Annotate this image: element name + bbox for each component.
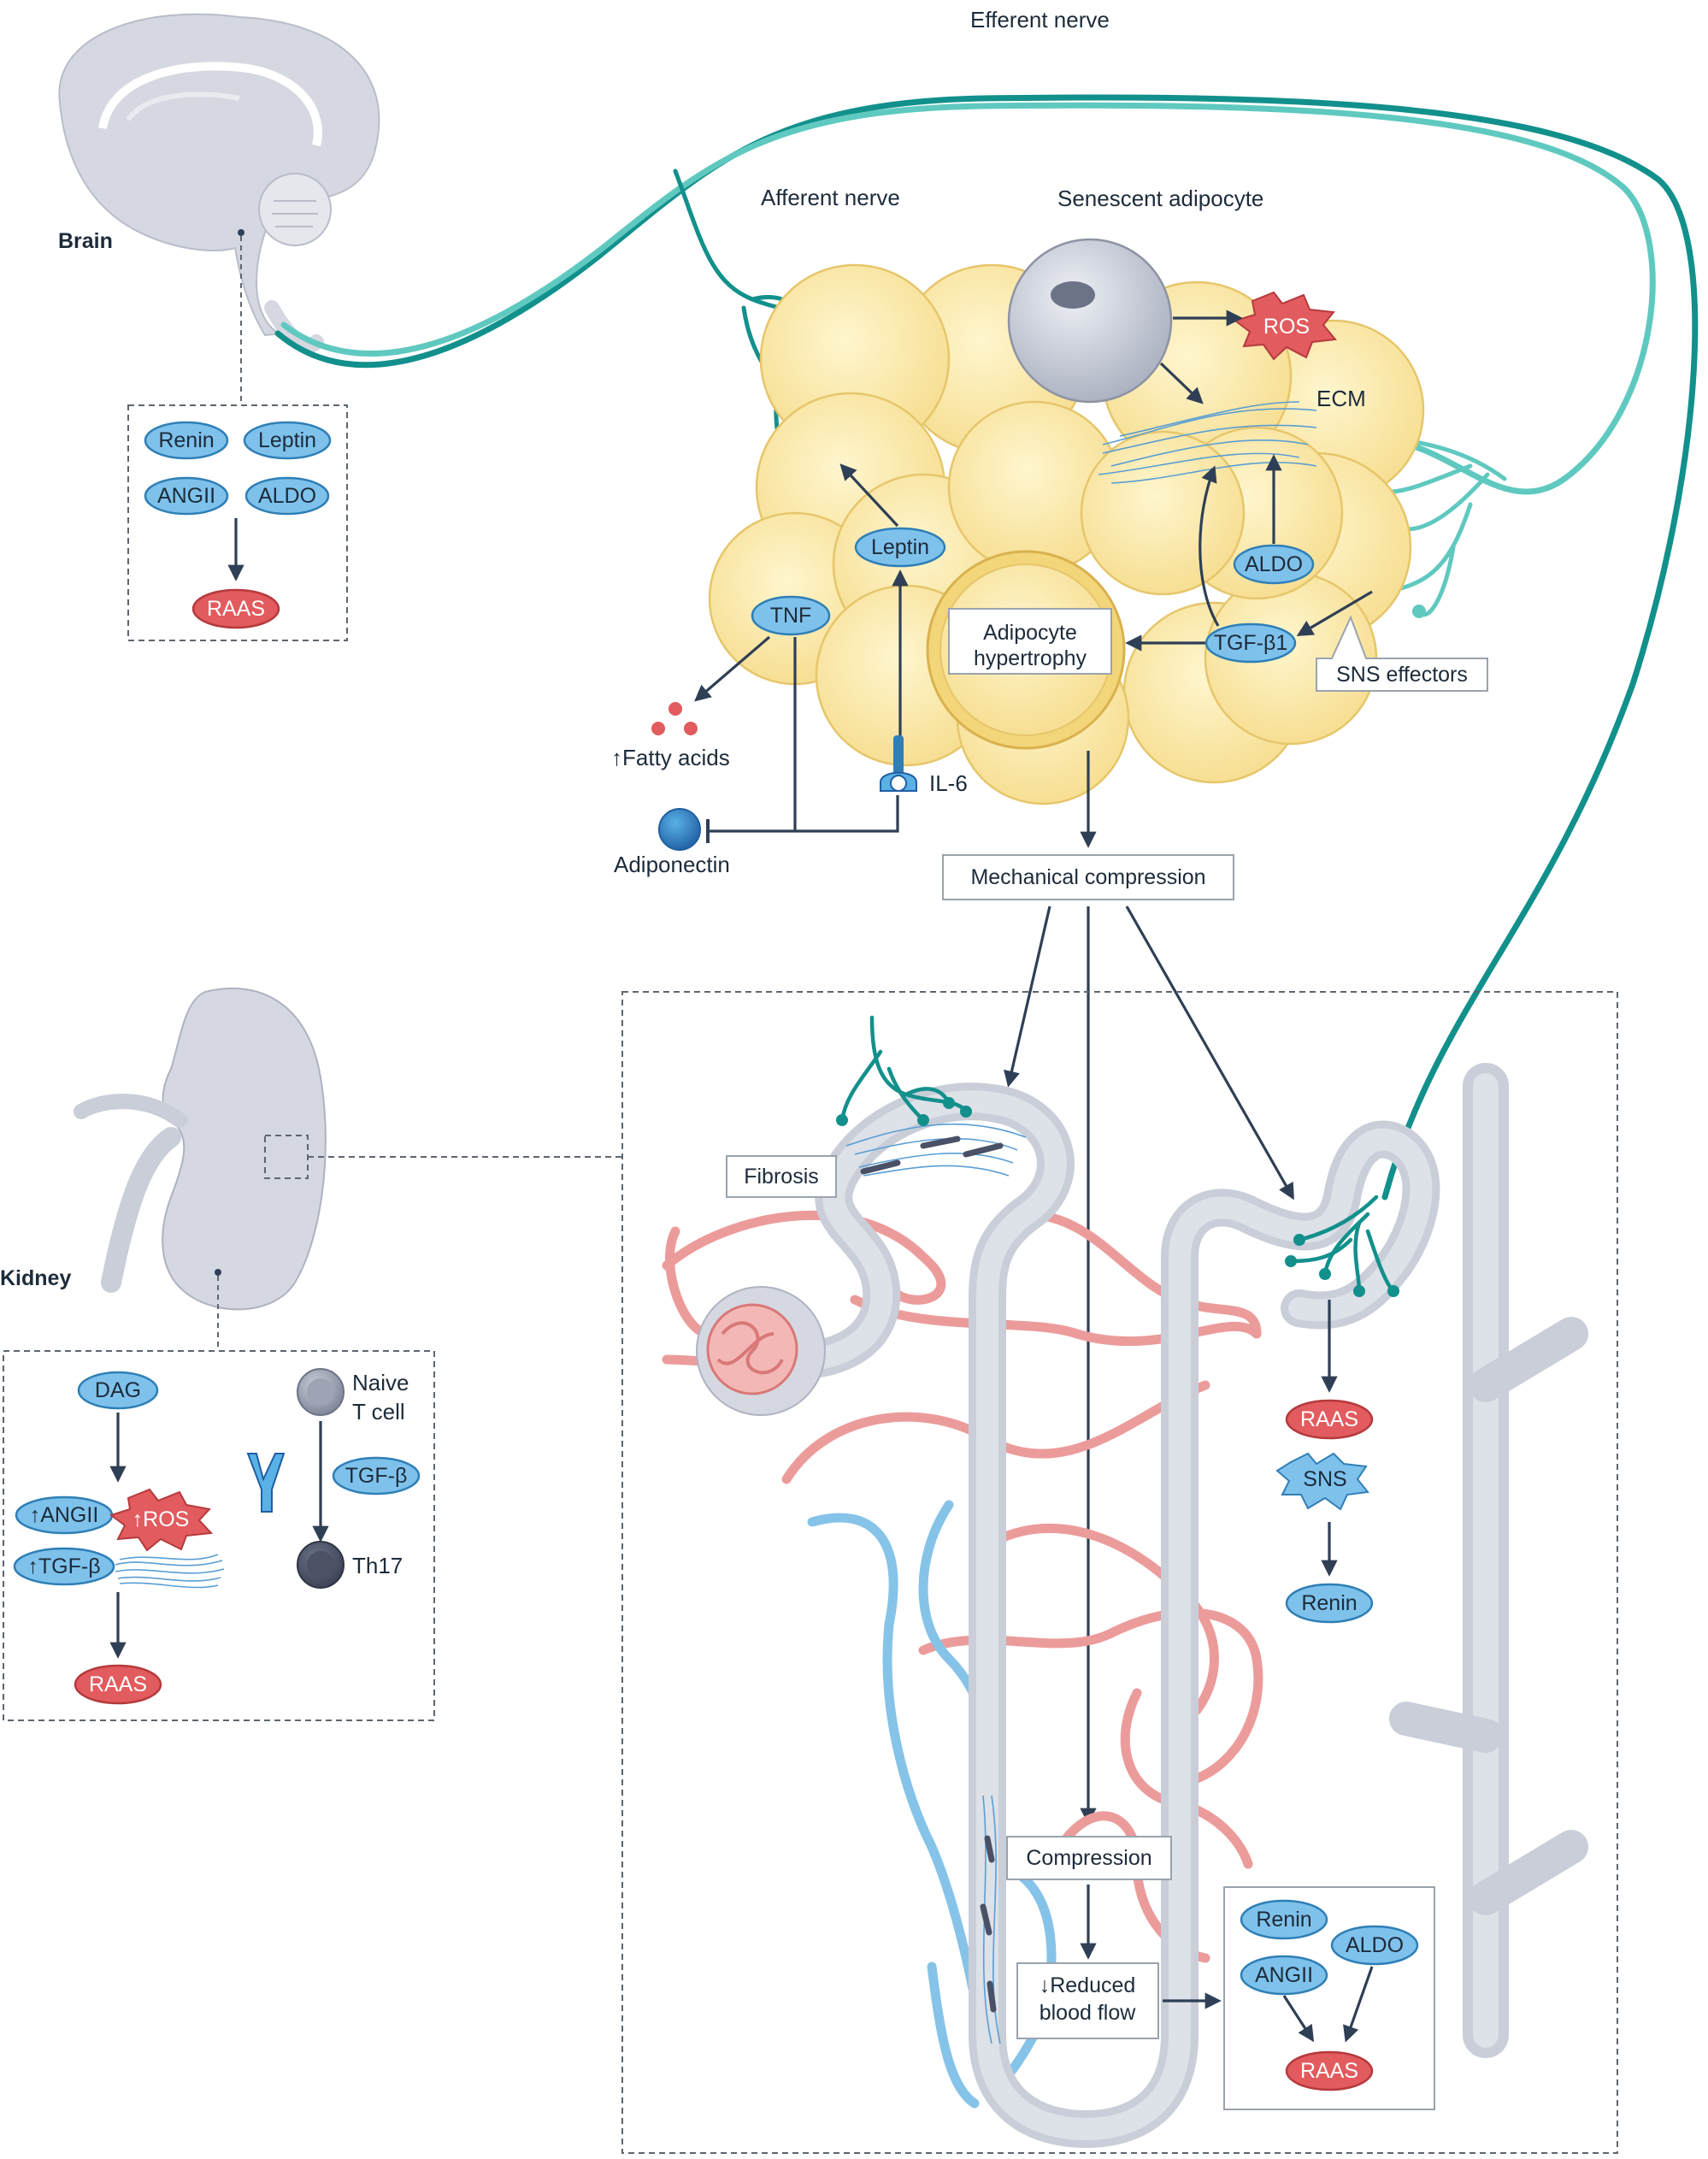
compression-label-box: Compression — [1006, 1836, 1172, 1880]
svg-text:TGF-β1: TGF-β1 — [1214, 631, 1288, 655]
svg-text:RAAS: RAAS — [207, 597, 265, 621]
th17-label: Th17 — [352, 1553, 403, 1578]
kidney-raas-pill: RAAS — [74, 1664, 162, 1705]
fatty-acid-droplets — [651, 702, 698, 735]
adipocyte-hypertrophy-label-box: Adipocyte hypertrophy — [948, 608, 1112, 675]
brain-inset-box — [127, 404, 348, 641]
adipose-ecm-fibres — [1098, 401, 1317, 484]
il6-label: IL-6 — [929, 770, 968, 796]
svg-text:ANGII: ANGII — [157, 484, 215, 508]
fatty-acids-label: ↑Fatty acids — [611, 745, 730, 770]
naive-label: Naive — [352, 1370, 409, 1395]
nephron-raas-pill: RAAS — [1285, 1399, 1374, 1440]
svg-text:RAAS: RAAS — [1300, 2059, 1358, 2083]
svg-text:RAAS: RAAS — [1300, 1407, 1358, 1431]
kidney-inset-box — [3, 1350, 435, 1721]
t-cell-label: T cell — [352, 1399, 405, 1425]
tgfb-pill: TGF-β — [332, 1456, 421, 1495]
brain-renin-pill: Renin — [144, 421, 229, 460]
brain-angii-pill: ANGII — [144, 476, 229, 516]
kidney-fibre-bundle — [115, 1554, 225, 1589]
afferent-nerve — [280, 102, 1656, 495]
box-aldo-pill: ALDO — [1330, 1925, 1419, 1966]
senescent-adipocyte-label: Senescent adipocyte — [1057, 186, 1263, 211]
svg-text:Compression: Compression — [1026, 1846, 1151, 1870]
svg-text:ALDO: ALDO — [258, 484, 316, 508]
aldo-pill: ALDO — [1233, 544, 1315, 585]
tubule-fibrosis — [845, 1124, 1027, 2044]
svg-text:TNF: TNF — [770, 604, 812, 628]
svg-text:Leptin: Leptin — [871, 535, 929, 559]
afferent-nerve-label: Afferent nerve — [761, 185, 900, 210]
svg-text:Renin: Renin — [1256, 1908, 1311, 1932]
kidney-illustration — [74, 988, 327, 1311]
ros-up-burst: ↑ROS — [109, 1488, 214, 1552]
fibrosis-label-box: Fibrosis — [726, 1155, 837, 1198]
dag-pill: DAG — [77, 1371, 159, 1410]
brain-label: Brain — [58, 229, 113, 253]
nephron-renin-pill: Renin — [1285, 1583, 1374, 1624]
sns-burst: SNS — [1275, 1452, 1369, 1511]
svg-text:↑TGF-β: ↑TGF-β — [27, 1554, 100, 1578]
svg-text:↑ROS: ↑ROS — [133, 1507, 190, 1531]
svg-text:ROS: ROS — [1263, 315, 1310, 339]
nephron-panel — [621, 991, 1618, 2154]
svg-text:ALDO: ALDO — [1245, 552, 1303, 576]
ros-burst: ROS — [1233, 291, 1337, 361]
tnf-pill: TNF — [751, 595, 831, 636]
brain-aldo-pill: ALDO — [244, 476, 330, 516]
svg-text:SNS: SNS — [1303, 1467, 1346, 1491]
il6-receptor — [880, 735, 917, 792]
adipose-tissue — [708, 263, 1425, 805]
efferent-nerve-label: Efferent nerve — [970, 7, 1110, 32]
adiponectin-molecule — [658, 808, 701, 851]
svg-text:Mechanical compression: Mechanical compression — [970, 865, 1205, 889]
th17-cell — [297, 1541, 345, 1589]
mechanical-compression-box: Mechanical compression — [942, 854, 1234, 900]
svg-text:Renin: Renin — [158, 428, 214, 452]
brain-illustration — [58, 13, 380, 353]
svg-text:SNS effectors: SNS effectors — [1336, 663, 1468, 687]
svg-text:Fibrosis: Fibrosis — [744, 1165, 819, 1189]
svg-text:DAG: DAG — [95, 1378, 141, 1402]
svg-text:Adipocyte: Adipocyte — [983, 621, 1077, 645]
leptin-pill: Leptin — [854, 527, 946, 568]
box-angii-pill: ANGII — [1240, 1955, 1328, 1996]
svg-text:RAAS: RAAS — [89, 1672, 147, 1696]
svg-text:TGF-β: TGF-β — [345, 1464, 408, 1488]
efferent-nerve — [274, 94, 1699, 1200]
svg-text:blood flow: blood flow — [1040, 2001, 1137, 2025]
svg-text:↑ANGII: ↑ANGII — [30, 1503, 99, 1527]
glomerulus — [696, 1286, 826, 1416]
box-raas-pill: RAAS — [1285, 2050, 1374, 2091]
svg-text:Renin: Renin — [1301, 1591, 1357, 1615]
svg-text:↓Reduced: ↓Reduced — [1040, 1973, 1136, 1997]
brain-leptin-pill: Leptin — [243, 421, 332, 460]
brain-raas-pill: RAAS — [191, 588, 280, 629]
box-renin-pill: Renin — [1240, 1899, 1328, 1940]
adiponectin-label: Adiponectin — [614, 852, 730, 877]
svg-text:Leptin: Leptin — [258, 428, 316, 452]
svg-text:ALDO: ALDO — [1346, 1933, 1404, 1957]
collecting-duct — [1389, 1063, 1588, 2058]
tgfb-up-pill: ↑TGF-β — [13, 1547, 115, 1586]
ecm-label: ECM — [1316, 386, 1366, 411]
naive-t-cell — [297, 1368, 345, 1416]
senescent-adipocyte-cell — [1007, 238, 1173, 404]
svg-text:hypertrophy: hypertrophy — [974, 646, 1087, 670]
sns-effectors-callout: SNS effectors — [1316, 615, 1488, 692]
angii-up-pill: ↑ANGII — [15, 1495, 114, 1535]
kidney-label: Kidney — [0, 1266, 71, 1290]
reduced-blood-flow-box: ↓Reduced blood flow — [1016, 1962, 1159, 2039]
tgfb-receptor-icon — [246, 1453, 286, 1513]
svg-text:ANGII: ANGII — [1255, 1963, 1313, 1987]
tgfb1-pill: TGF-β1 — [1204, 622, 1297, 664]
